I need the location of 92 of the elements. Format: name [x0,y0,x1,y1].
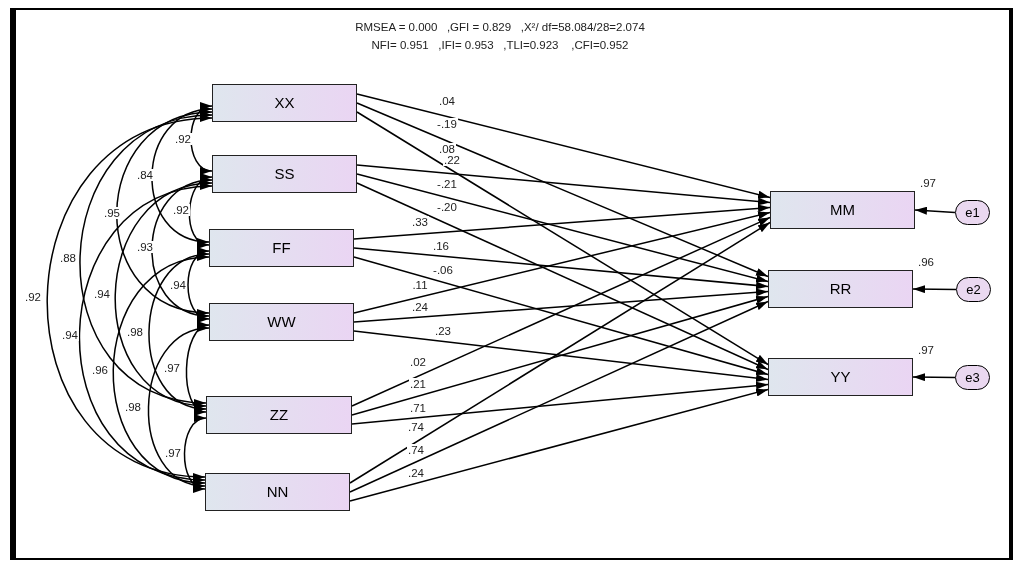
variable-label: FF [272,237,291,258]
covariance-arrow [147,326,210,488]
path-arrow [351,381,769,425]
edge-label: .24 [407,467,425,479]
variable-box [212,84,357,122]
variable-label: SS [274,163,295,184]
edge-label: .98 [126,326,144,338]
edge-label: .94 [93,288,111,300]
fit-index-text: NFI= 0.951 ,IFI= 0.953 ,TLI=0.923 ,CFI=0.952 [371,38,629,53]
edge-label: .04 [438,95,456,107]
covariance-arrow [78,183,213,483]
path-arrow [356,182,769,371]
fit-index-text: RMSEA = 0.000 ,GFI = 0.829 ,X²/ df=58.084/28=2.074 [355,20,645,35]
edge-label: .92 [24,291,42,303]
variable-label: RR [829,278,852,299]
edge-label: .23 [434,325,452,337]
edge-label: .22 [443,154,461,166]
covariance-arrow [46,115,213,480]
edge-label: -.06 [432,264,454,276]
edge-label: -.20 [436,201,458,213]
edge-label: .97 [164,447,182,459]
covariance-arrow [114,180,213,409]
r-squared-label: .97 [920,176,936,191]
edge-label: .97 [163,362,181,374]
path-arrow [353,204,771,240]
path-arrow [914,206,956,215]
path-arrow [353,211,771,314]
edge-label: .08 [438,143,456,155]
r-squared-label: .96 [918,255,934,270]
covariance-arrow [151,106,213,245]
variable-label: XX [274,92,295,113]
covariance-arrow [190,104,213,173]
edge-label: .21 [409,378,427,390]
edge-label: .94 [169,279,187,291]
path-arrow [356,173,769,283]
covariance-arrow [116,109,213,316]
edge-label: .84 [136,169,154,181]
edge-label: -.19 [436,118,458,130]
error-label: e1 [965,203,980,222]
path-arrow [912,373,956,382]
variable-box [209,229,354,267]
error-label: e2 [966,280,981,299]
path-arrow [353,330,769,383]
variable-box [209,303,354,341]
edge-label: -.21 [436,178,458,190]
error-label: e3 [965,368,980,387]
variable-label: YY [830,366,851,387]
edge-label: .24 [411,301,429,313]
variable-label: WW [267,311,296,332]
path-arrow [356,111,769,366]
variable-label: MM [830,199,855,220]
covariance-arrow [187,249,210,321]
path-arrow [356,164,771,206]
covariance-arrow [148,252,210,411]
edge-label: .94 [61,329,79,341]
path-arrow [349,221,771,484]
path-arrow [349,300,769,493]
path-arrow [351,216,771,407]
variable-box [206,396,352,434]
covariance-arrow [183,416,207,491]
r-squared-label: .97 [918,343,934,358]
edge-label: .11 [411,279,429,291]
path-arrow [349,388,769,502]
edge-label: .95 [103,207,121,219]
edge-label: .71 [409,402,427,414]
covariance-arrow [112,254,210,486]
covariance-arrow [151,177,213,319]
edge-label: .16 [432,240,450,252]
path-arrow [912,285,957,294]
variable-label: ZZ [269,404,289,425]
edge-label: .92 [174,133,192,145]
edge-label: .98 [124,401,142,413]
path-arrow [353,247,769,290]
edge-label: .02 [409,356,427,368]
edge-label: .96 [91,364,109,376]
covariance-arrow [79,112,213,406]
edge-label: .93 [136,241,154,253]
variable-label: NN [266,481,289,502]
path-arrow [356,102,769,278]
edge-label: .33 [411,216,429,228]
edge-label: .74 [407,421,425,433]
edge-label: .74 [407,444,425,456]
covariance-arrow [185,324,210,413]
path-arrow [351,295,769,416]
path-arrow [353,256,769,376]
path-arrow [356,93,771,199]
edge-label: .88 [59,252,77,264]
variable-box [212,155,357,193]
edge-label: .92 [172,204,190,216]
path-arrow [353,288,769,323]
covariance-arrow [188,175,213,247]
variable-box [205,473,350,511]
